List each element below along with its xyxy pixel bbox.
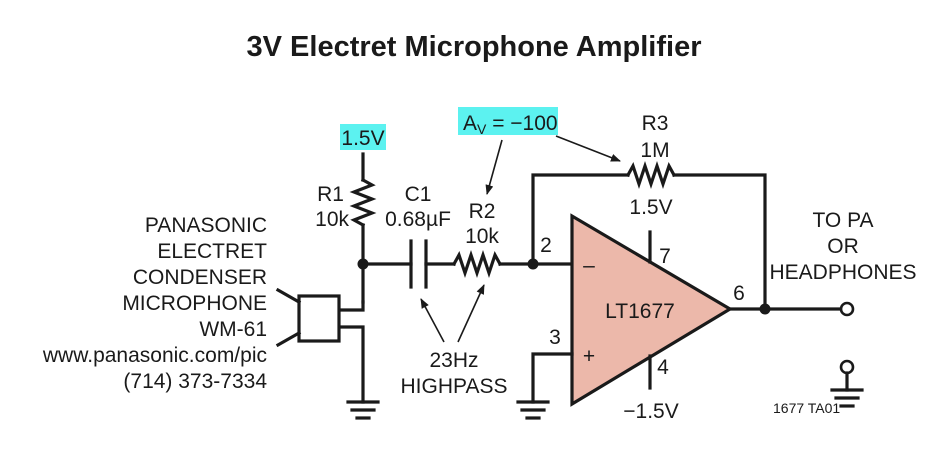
pin-number-output: 6: [733, 282, 745, 305]
pin-number-inverting: 2: [540, 234, 552, 257]
mic-text-line-2: ELECTRET: [157, 240, 267, 263]
r1-value: 10k: [315, 208, 349, 231]
diagram-title: 3V Electret Microphone Amplifier: [247, 31, 702, 63]
c1-name: C1: [405, 183, 432, 206]
r2-value: 10k: [465, 225, 499, 248]
output-terminal: [839, 301, 855, 317]
capacitor-c1: [409, 239, 428, 289]
resistor-r2: [451, 249, 503, 279]
microphone-symbol: [275, 262, 365, 404]
mic-text-line-5: WM-61: [199, 318, 267, 341]
pin-number-vplus: 7: [659, 245, 671, 268]
r1-zigzag: [349, 177, 377, 228]
mic-sound-line-upper: [275, 287, 302, 305]
supply-highlight: [340, 124, 386, 150]
gain-subscript: V: [477, 121, 487, 137]
r1-name: R1: [317, 183, 344, 206]
mic-top-connector: [337, 300, 365, 312]
ground-symbol-opamp: [516, 400, 550, 420]
c1-value: 0.68µF: [385, 208, 451, 231]
arrow-highpass-to-r2: [457, 284, 485, 343]
opamp-part-number: LT1677: [605, 300, 675, 323]
arrow-highpass-to-c1: [420, 298, 445, 343]
arrow-gain-to-r3: [555, 135, 621, 162]
ground-terminal: [839, 359, 855, 375]
resistor-r1: [349, 152, 377, 266]
mic-sound-line-lower: [275, 330, 302, 348]
ground-symbol-mic: [346, 400, 380, 420]
opamp-inverting-sign: –: [583, 254, 595, 277]
mic-text-line-3: CONDENSER: [133, 266, 267, 289]
figure-id: 1677 TA01: [773, 400, 840, 416]
output-label-line-2: OR: [827, 235, 859, 258]
wire-feedback-right: [672, 173, 767, 311]
pin-number-vminus: 4: [657, 356, 669, 379]
output-label-line-3: HEADPHONES: [769, 261, 916, 284]
highpass-line-2: HIGHPASS: [401, 375, 508, 398]
r3-value: 1M: [640, 139, 669, 162]
r2-name: R2: [469, 200, 496, 223]
vminus-label: −1.5V: [623, 400, 678, 423]
output-label-line-1: TO PA: [812, 209, 873, 232]
r3-name: R3: [642, 112, 669, 135]
resistor-r3: [625, 160, 677, 190]
opamp-noninverting-sign: +: [583, 345, 595, 368]
wire-noninverting-ground: [531, 352, 574, 404]
mic-text-line-6: www.panasonic.com/pic: [42, 344, 267, 367]
supply-label: 1.5V: [341, 127, 384, 150]
wire-feedback-left: [531, 173, 630, 266]
gain-highlight: [458, 107, 558, 135]
mic-capsule: [297, 294, 341, 343]
highpass-line-1: 23Hz: [429, 349, 478, 372]
mic-text-line-1: PANASONIC: [145, 214, 267, 237]
gain-value: = −100: [486, 112, 557, 135]
pin-number-noninverting: 3: [549, 326, 561, 349]
mic-bottom-connector: [337, 325, 365, 404]
vplus-label: 1.5V: [629, 196, 672, 219]
junction-output-node: [759, 303, 771, 315]
ground-symbol-output: [830, 388, 864, 408]
mic-text-line-7: (714) 373-7334: [123, 370, 267, 393]
arrow-gain-to-r2: [485, 139, 503, 195]
mic-text-line-4: MICROPHONE: [122, 292, 267, 315]
